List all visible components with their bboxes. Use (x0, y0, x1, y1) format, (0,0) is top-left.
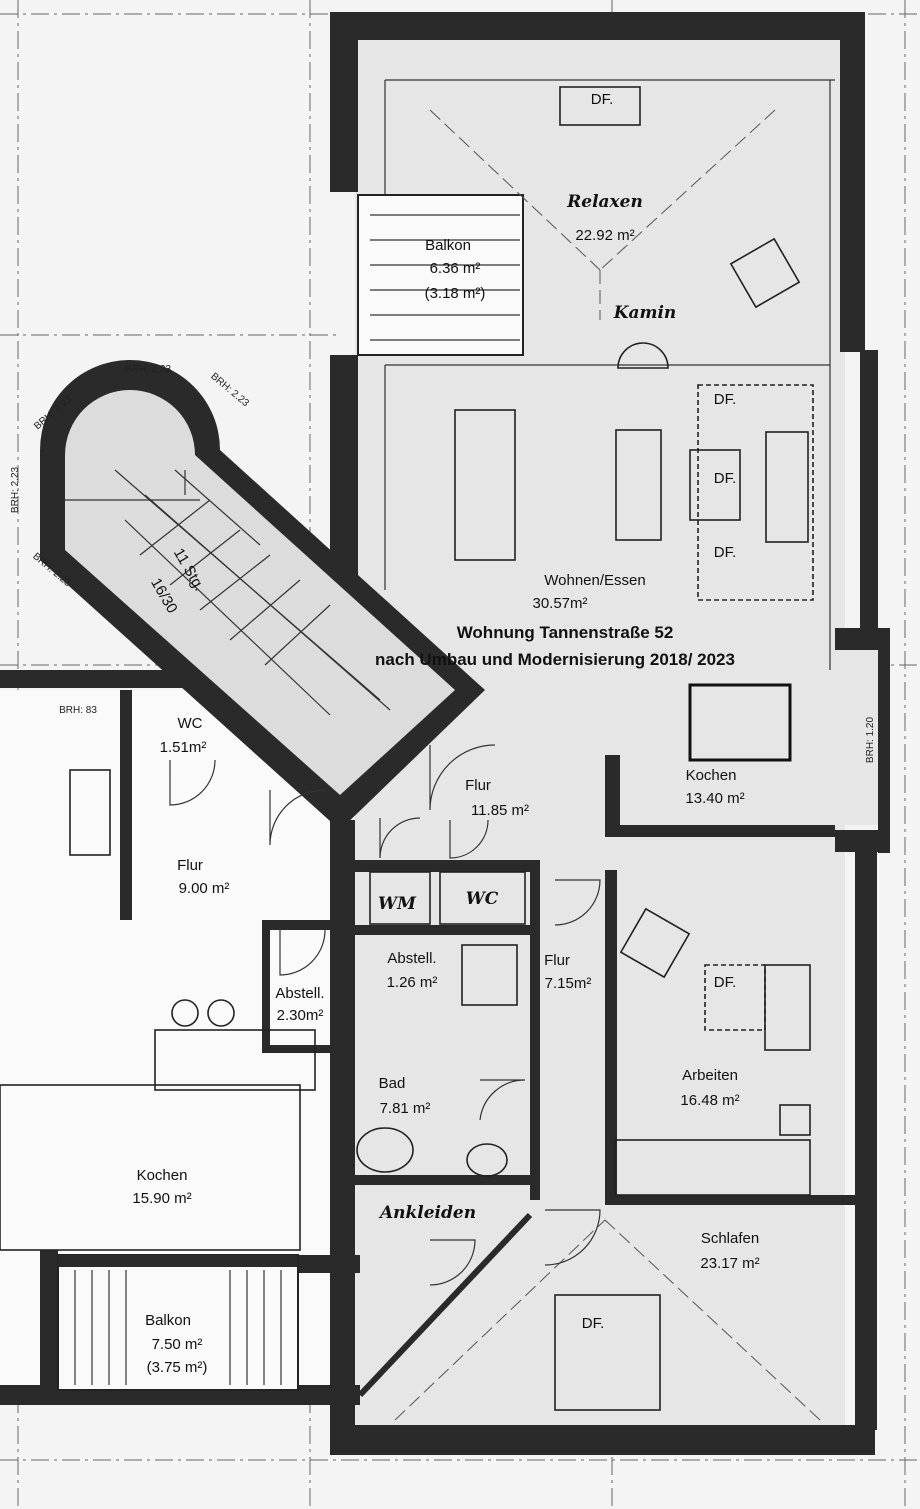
df-label-schlafen: DF. (582, 1315, 605, 1332)
wohnen-name: Wohnen/Essen (544, 572, 645, 589)
balkon-bottom-area-half: (3.75 m²) (147, 1359, 208, 1376)
kochen-right-name: Kochen (686, 767, 737, 784)
balkon-top-name: Balkon (425, 237, 471, 254)
wc-mid-label: WC (466, 889, 499, 909)
kamin-label: Kamin (613, 303, 677, 323)
room-labels: Wohnung Tannenstraße 52 nach Umbau und M… (10, 91, 876, 1376)
brh-label-b: BRH: 2.23 (208, 371, 251, 409)
flur-left-area: 9.00 m² (179, 880, 230, 897)
brh-label-d: BRH: 2.23 (10, 466, 21, 513)
df-label-w3: DF. (714, 544, 737, 561)
abstell-left-area: 2.30m² (277, 1007, 324, 1024)
interior-walls (120, 79, 855, 1205)
doors (169, 744, 601, 1398)
wc-left-area: 1.51m² (160, 739, 207, 756)
arbeiten-name: Arbeiten (682, 1067, 738, 1084)
kochen-right-area: 13.40 m² (685, 790, 744, 807)
relaxen-name: Relaxen (566, 192, 643, 212)
kochen-left-name: Kochen (137, 1167, 188, 1184)
balkon-bottom-name: Balkon (145, 1312, 191, 1329)
schlafen-name: Schlafen (701, 1230, 759, 1247)
flur-left-name: Flur (177, 857, 203, 874)
furniture (0, 86, 814, 1411)
flur-center-name: Flur (465, 777, 491, 794)
df-label-top: DF. (591, 91, 614, 108)
wm-label: WM (378, 894, 417, 914)
brh-label-f: BRH: 83 (59, 705, 97, 716)
outer-walls (0, 12, 890, 1455)
abstell-mid-area: 1.26 m² (387, 974, 438, 991)
df-label-arbeiten: DF. (714, 974, 737, 991)
plan-title-line1: Wohnung Tannenstraße 52 (457, 623, 674, 642)
flur-mid-name: Flur (544, 952, 570, 969)
ankleiden-label: Ankleiden (378, 1203, 476, 1223)
balkon-top-area-half: (3.18 m²) (425, 285, 486, 302)
balcony-bottom (57, 1254, 299, 1391)
schlafen-area: 23.17 m² (700, 1255, 759, 1272)
brh-label-g: BRH: 1.20 (865, 716, 876, 763)
bad-name: Bad (379, 1075, 406, 1092)
balcony-top (357, 194, 524, 356)
abstell-left-name: Abstell. (275, 985, 324, 1002)
df-label-w2: DF. (714, 470, 737, 487)
brh-label-a: BRH: 2.23 (125, 364, 172, 375)
stair-tower (40, 360, 485, 830)
kochen-left-area: 15.90 m² (132, 1190, 191, 1207)
balkon-bottom-area: 7.50 m² (152, 1336, 203, 1353)
plan-title-line2: nach Umbau und Modernisierung 2018/ 2023 (375, 650, 735, 669)
df-label-w1: DF. (714, 391, 737, 408)
wc-left-name: WC (178, 715, 203, 732)
arbeiten-area: 16.48 m² (680, 1092, 739, 1109)
flur-mid-area: 7.15m² (545, 975, 592, 992)
relaxen-area: 22.92 m² (575, 227, 634, 244)
wohnen-area: 30.57m² (532, 595, 587, 612)
flur-center-area: 11.85 m² (471, 802, 529, 819)
abstell-mid-name: Abstell. (387, 950, 436, 967)
balkon-top-area: 6.36 m² (430, 260, 481, 277)
roof-diagonals (394, 109, 821, 1421)
bad-area: 7.81 m² (380, 1100, 431, 1117)
